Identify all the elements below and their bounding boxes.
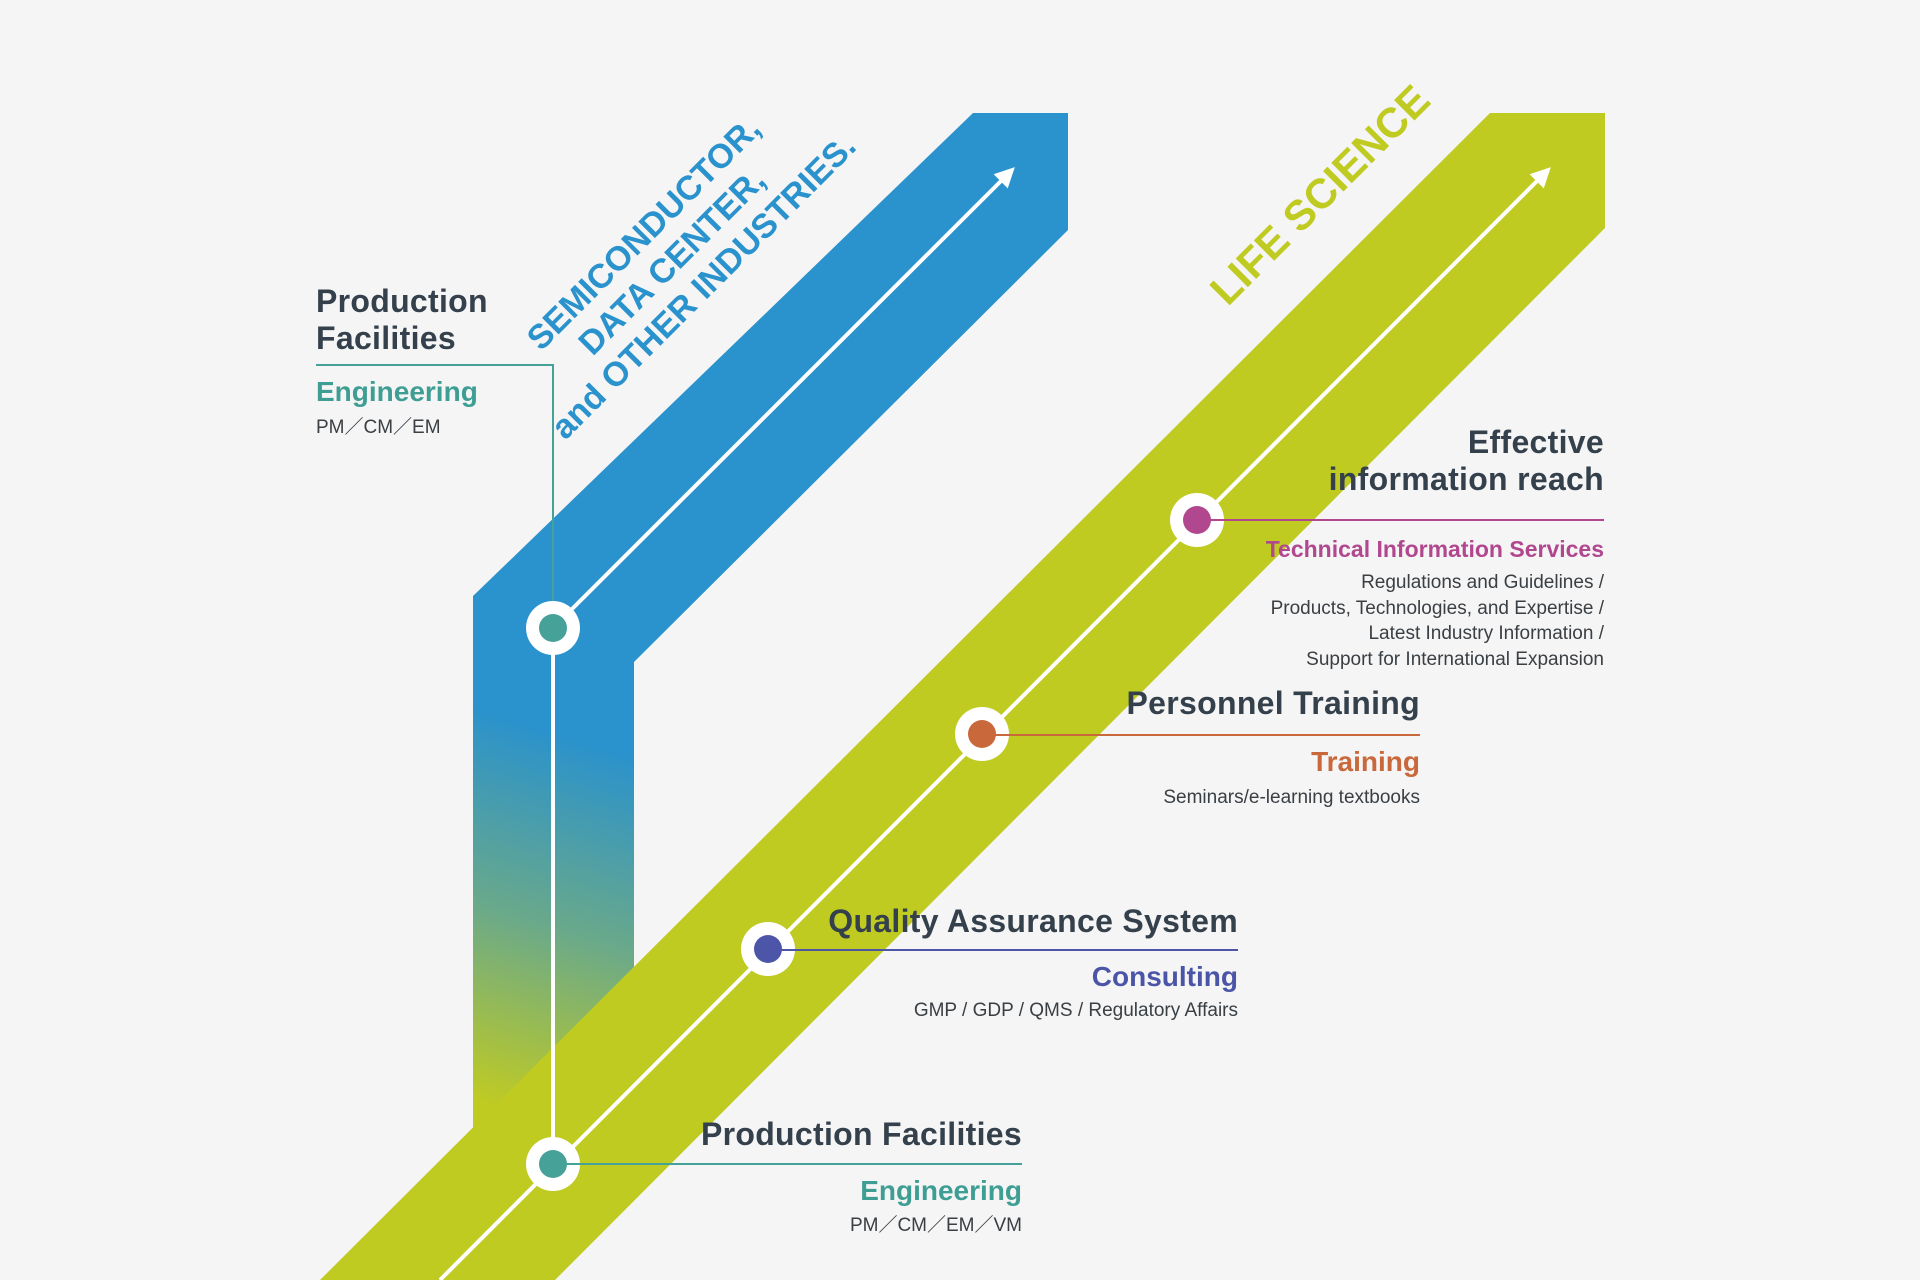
personnel-rule	[982, 734, 1420, 736]
personnel-service: Training	[1311, 746, 1420, 777]
semiconductor-band	[473, 113, 1068, 662]
quality-service: Consulting	[1091, 961, 1238, 992]
life-science-band	[320, 113, 1605, 1280]
upper-production-detail: PM／CM／EM	[316, 417, 441, 438]
lower-production-detail: PM／CM／EM／VM	[849, 1215, 1022, 1236]
lower-production-title: Production Facilities	[700, 1116, 1022, 1152]
upper-production-title-line1: Production	[316, 283, 488, 319]
information-detail-line3: Latest Industry Information /	[1368, 623, 1604, 644]
lower-production-rule	[553, 1163, 1022, 1165]
information-service: Technical Information Services	[1265, 536, 1604, 562]
information-detail: Regulations and Guidelines / Products, T…	[1100, 570, 1604, 672]
information-title-line2: information reach	[1328, 461, 1604, 497]
quality-detail: GMP / GDP / QMS / Regulatory Affairs	[913, 1000, 1238, 1021]
upper-production-title: Production Facilities	[316, 283, 576, 357]
information-detail-line1: Regulations and Guidelines /	[1361, 572, 1604, 593]
node-upper-production	[526, 601, 580, 655]
personnel-title: Personnel Training	[1126, 685, 1420, 721]
information-title-line1: Effective	[1467, 424, 1604, 460]
personnel-detail: Seminars/e-learning textbooks	[1163, 787, 1420, 808]
quality-rule	[768, 949, 1238, 951]
information-rule	[1197, 519, 1604, 521]
semiconductor-arrow-line	[551, 167, 1015, 630]
information-detail-line2: Products, Technologies, and Expertise /	[1270, 597, 1604, 619]
quality-title: Quality Assurance System	[828, 903, 1238, 939]
upper-production-service: Engineering	[316, 376, 478, 407]
upper-production-title-line2: Facilities	[316, 320, 456, 356]
upper-production-rule	[316, 364, 554, 366]
information-detail-line4: Support for International Expansion	[1306, 648, 1604, 670]
information-title: Effective information reach	[1040, 424, 1604, 498]
lower-production-service: Engineering	[860, 1175, 1022, 1206]
